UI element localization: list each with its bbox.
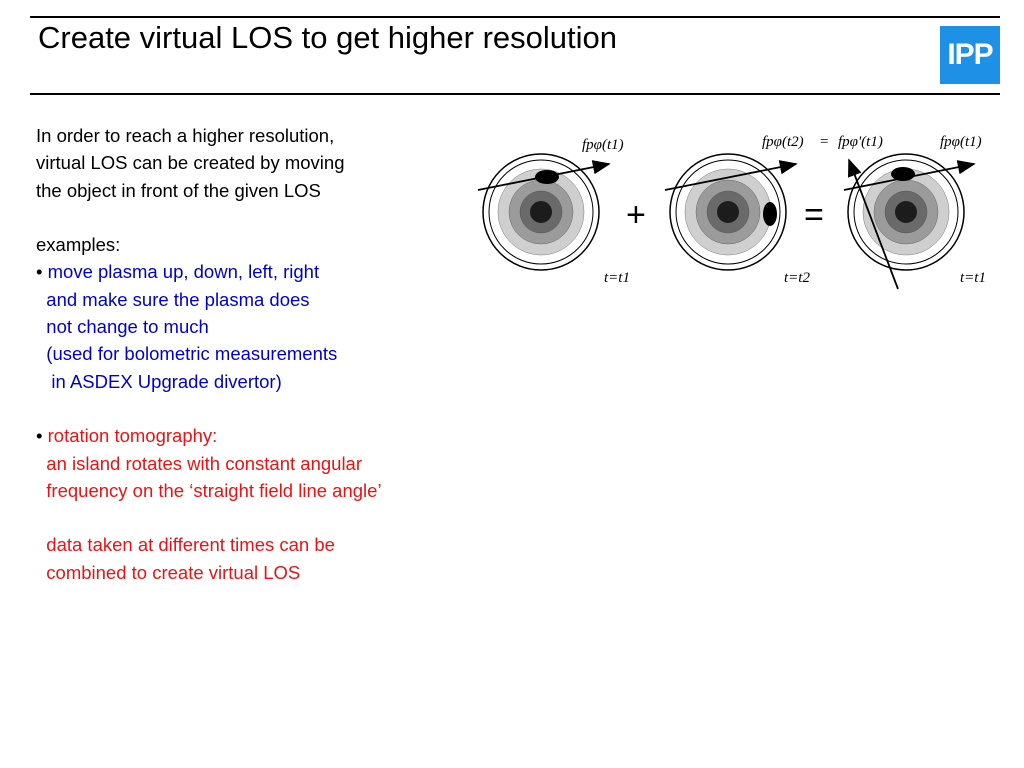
example2-line: combined to create virtual LOS (36, 559, 382, 586)
panel1-label: fpφ(t1) (582, 137, 624, 153)
example2-title: rotation tomography: (47, 425, 218, 447)
plasma-panel-2 (664, 153, 798, 271)
figure-svg: fpφ(t1) t=t1 + fpφ(t2) = fpφ'(t1) t=t2 = (477, 134, 986, 290)
panel3-label-2: fpφ(t1) (940, 134, 982, 150)
bullet: • (36, 261, 43, 283)
example1-line: (used for bolometric measurements (36, 340, 382, 367)
ipp-logo: IPP (940, 26, 1000, 84)
time-label-3: t=t1 (960, 270, 986, 286)
line-of-sight-arrow (664, 160, 798, 191)
example1-line: • move plasma up, down, left, right (36, 258, 382, 285)
logo-text: IPP (947, 38, 993, 71)
example2-line: data taken at different times can be (36, 531, 382, 558)
time-label-2: t=t2 (784, 270, 810, 286)
panel3-label-1: fpφ'(t1) (838, 134, 883, 150)
plasma-panel-3 (843, 153, 976, 290)
examples-heading: examples: (36, 234, 121, 256)
rotation-tomography-figure: fpφ(t1) t=t1 + fpφ(t2) = fpφ'(t1) t=t2 = (476, 122, 996, 302)
example1-line: in ASDEX Upgrade divertor) (36, 368, 382, 395)
example1-text: in ASDEX Upgrade divertor) (46, 370, 282, 392)
equals-sign: = (804, 196, 824, 234)
time-label-1: t=t1 (604, 270, 630, 286)
example2-text: combined to create virtual LOS (46, 561, 301, 583)
bullet: • (36, 425, 43, 447)
line-of-sight-arrow (843, 160, 976, 191)
example2-text: frequency on the ‘straight field line an… (46, 479, 382, 501)
blank-line (36, 204, 382, 231)
slide-title: Create virtual LOS to get higher resolut… (38, 20, 617, 55)
intro-line: the object in front of the given LOS (36, 179, 321, 201)
plasma-panel-1 (477, 153, 611, 271)
title-rule-top (30, 16, 1000, 18)
example1-text: not change to much (46, 316, 209, 338)
intro-line: virtual LOS can be created by moving (36, 152, 345, 174)
example2-line: • rotation tomography: (36, 422, 382, 449)
blank-line (36, 395, 382, 422)
example2-text: data taken at different times can be (46, 534, 335, 556)
example2-line: frequency on the ‘straight field line an… (36, 477, 382, 504)
virtual-line-of-sight-arrow (848, 158, 899, 290)
body-text: In order to reach a higher resolution, v… (36, 122, 382, 586)
island-blob (763, 202, 777, 226)
example1-text: (used for bolometric measurements (46, 343, 338, 365)
plus-sign: + (626, 196, 646, 234)
example1-line: not change to much (36, 313, 382, 340)
example1-title: move plasma up, down, left, right (47, 261, 320, 283)
example2-line: an island rotates with constant angular (36, 450, 382, 477)
title-rule-bottom (30, 93, 1000, 95)
panel2-label: fpφ(t2) (762, 134, 804, 150)
example2-text: an island rotates with constant angular (46, 452, 363, 474)
line-of-sight-arrow (477, 160, 611, 191)
example2-line (36, 504, 382, 531)
example1-line: and make sure the plasma does (36, 286, 382, 313)
equals-label: = (820, 134, 828, 150)
intro-line: In order to reach a higher resolution, (36, 125, 335, 146)
example1-text: and make sure the plasma does (46, 288, 310, 310)
